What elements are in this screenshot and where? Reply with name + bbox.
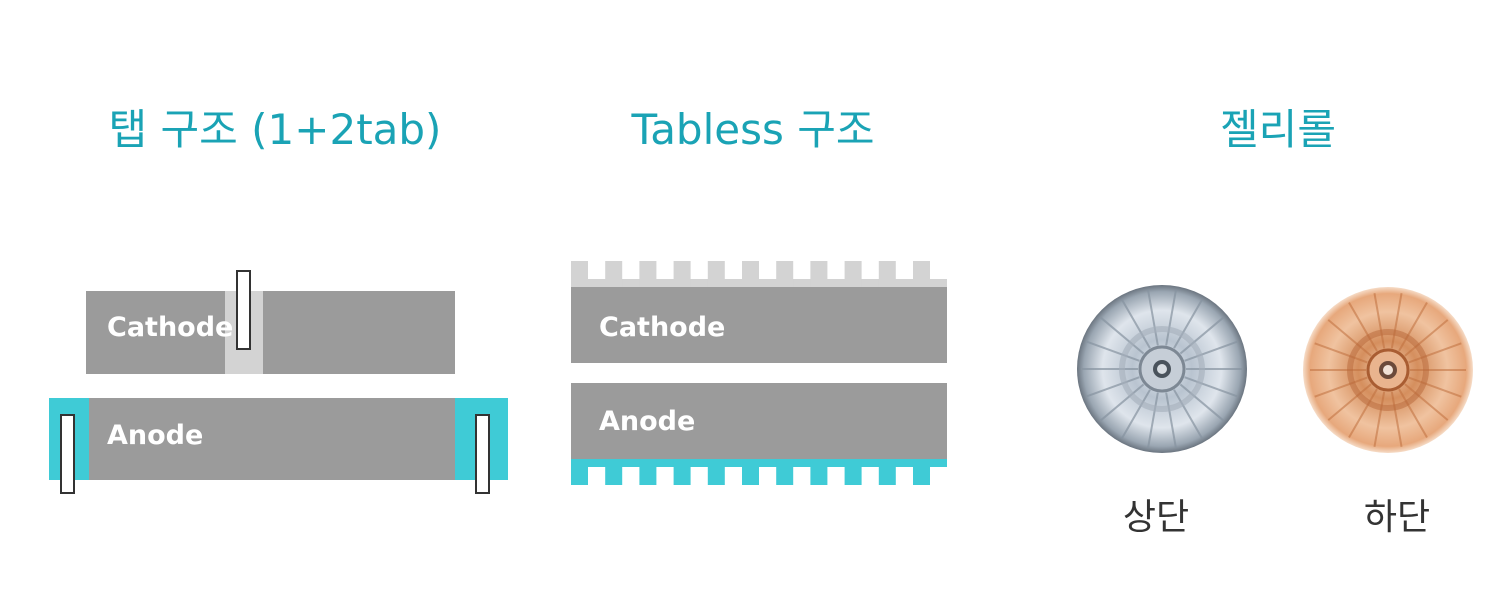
cathode-tab-pin: [236, 270, 251, 350]
anode-tab-pin-right: [475, 414, 490, 494]
anode-tab-pin-left: [60, 414, 75, 494]
tabless-anode-label: Anode: [599, 406, 696, 437]
tabless-structure-title: Tabless 구조: [631, 105, 875, 154]
tab-structure-title: 탭 구조 (1+2tab): [108, 105, 442, 154]
tabless-cathode-block: [571, 287, 947, 363]
jelly-roll-bottom-image: [1302, 286, 1474, 454]
tab-anode-block: [89, 398, 455, 480]
anode-tabless-comb: [571, 459, 947, 485]
tab-anode-label: Anode: [107, 420, 204, 451]
jelly-roll-bottom-label: 하단: [1363, 497, 1431, 538]
tab-cathode-label: Cathode: [107, 312, 234, 343]
jelly-roll-top-label: 상단: [1122, 497, 1190, 538]
cathode-tabless-comb: [571, 261, 947, 287]
tab-cathode-block: [86, 291, 455, 374]
jelly-roll-title: 젤리롤: [1220, 105, 1336, 154]
tabless-anode-block: [571, 383, 947, 459]
tabless-cathode-label: Cathode: [599, 312, 726, 343]
jelly-roll-top-image: [1076, 284, 1248, 454]
